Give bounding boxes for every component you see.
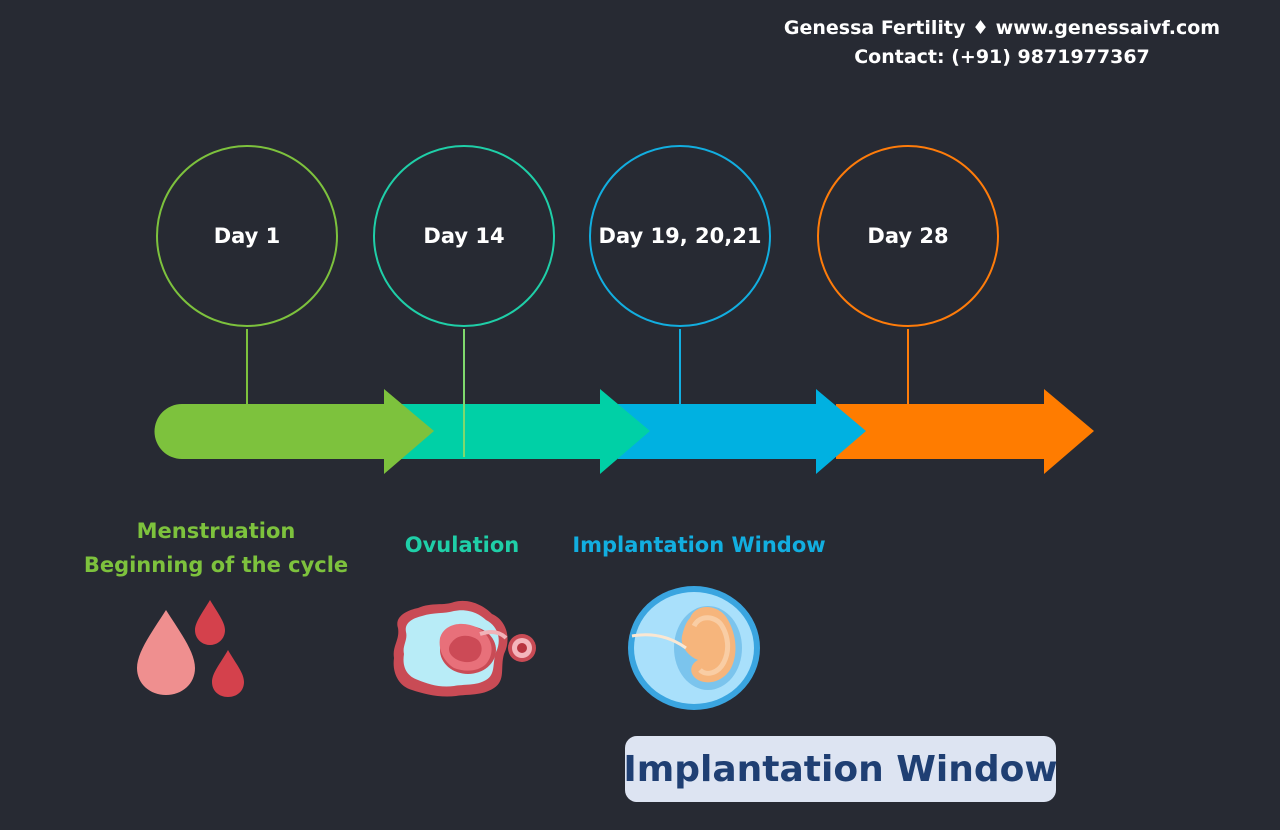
embryo-icon <box>628 586 760 710</box>
cta-label: Implantation Window <box>623 748 1058 790</box>
day-label: Day 28 <box>867 224 949 248</box>
brand-header: Genessa Fertility ♦ www.genessaivf.com C… <box>742 14 1262 72</box>
stage-title: Menstruation <box>136 519 296 543</box>
connector-day-28 <box>907 329 909 404</box>
stage-subtitle: Beginning of the cycle <box>83 553 349 577</box>
connector-day-19 <box>679 329 681 404</box>
day-circle-14: Day 14 <box>373 145 555 327</box>
arrow-segment-orange <box>836 389 1094 474</box>
ovary-egg-release-icon <box>393 600 536 697</box>
day-label: Day 1 <box>213 224 281 248</box>
arrow-segment-green <box>154 389 434 474</box>
implantation-window-button[interactable]: Implantation Window <box>623 736 1058 802</box>
stage-implantation-label: Implantation Window <box>559 528 839 562</box>
connector-day-1 <box>246 329 248 404</box>
day-circle-28: Day 28 <box>817 145 999 327</box>
stage-title: Ovulation <box>404 533 520 557</box>
day-circle-19-20-21: Day 19, 20,21 <box>589 145 771 327</box>
brand-contact[interactable]: Contact: (+91) 9871977367 <box>854 46 1150 68</box>
arrow-segment-blue <box>618 389 866 474</box>
day-circle-1: Day 1 <box>156 145 338 327</box>
arrow-segment-teal <box>400 389 650 474</box>
brand-website[interactable]: Genessa Fertility ♦ www.genessaivf.com <box>783 17 1221 39</box>
connector-day-14 <box>463 329 465 457</box>
day-label: Day 14 <box>423 224 505 248</box>
stage-title: Implantation Window <box>572 533 826 557</box>
day-label: Day 19, 20,21 <box>598 224 762 248</box>
stage-ovulation-label: Ovulation <box>372 528 552 562</box>
stage-menstruation-label: Menstruation Beginning of the cycle <box>66 514 366 582</box>
blood-drops-icon <box>137 600 244 697</box>
